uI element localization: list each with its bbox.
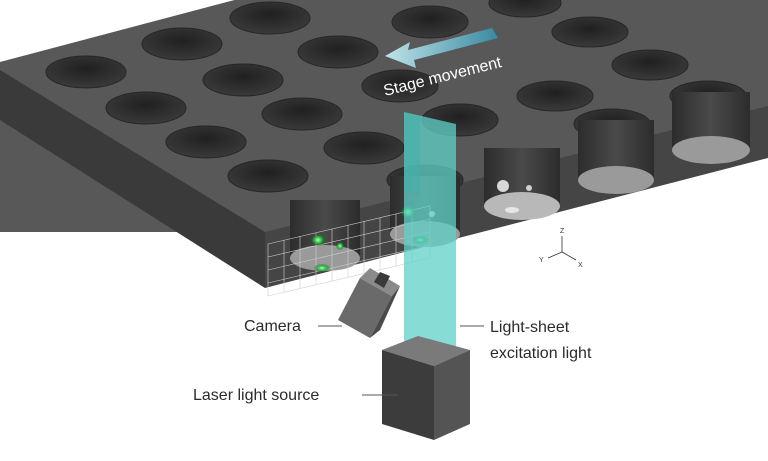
axis-z-label: Z [560, 228, 565, 235]
axis-y-label: Y [539, 257, 544, 264]
light-sheet-label-line1: Light-sheet [490, 319, 570, 336]
light-sheet-label-line2: excitation light [490, 345, 592, 362]
camera [338, 268, 400, 338]
axis-x-label: X [578, 262, 583, 269]
plate-front-face [0, 70, 265, 288]
axis-indicator [547, 236, 577, 261]
camera-label: Camera [244, 318, 301, 335]
laser-light-source [382, 336, 470, 440]
laser-label: Laser light source [193, 387, 319, 404]
stage-movement-arrow [385, 28, 498, 68]
